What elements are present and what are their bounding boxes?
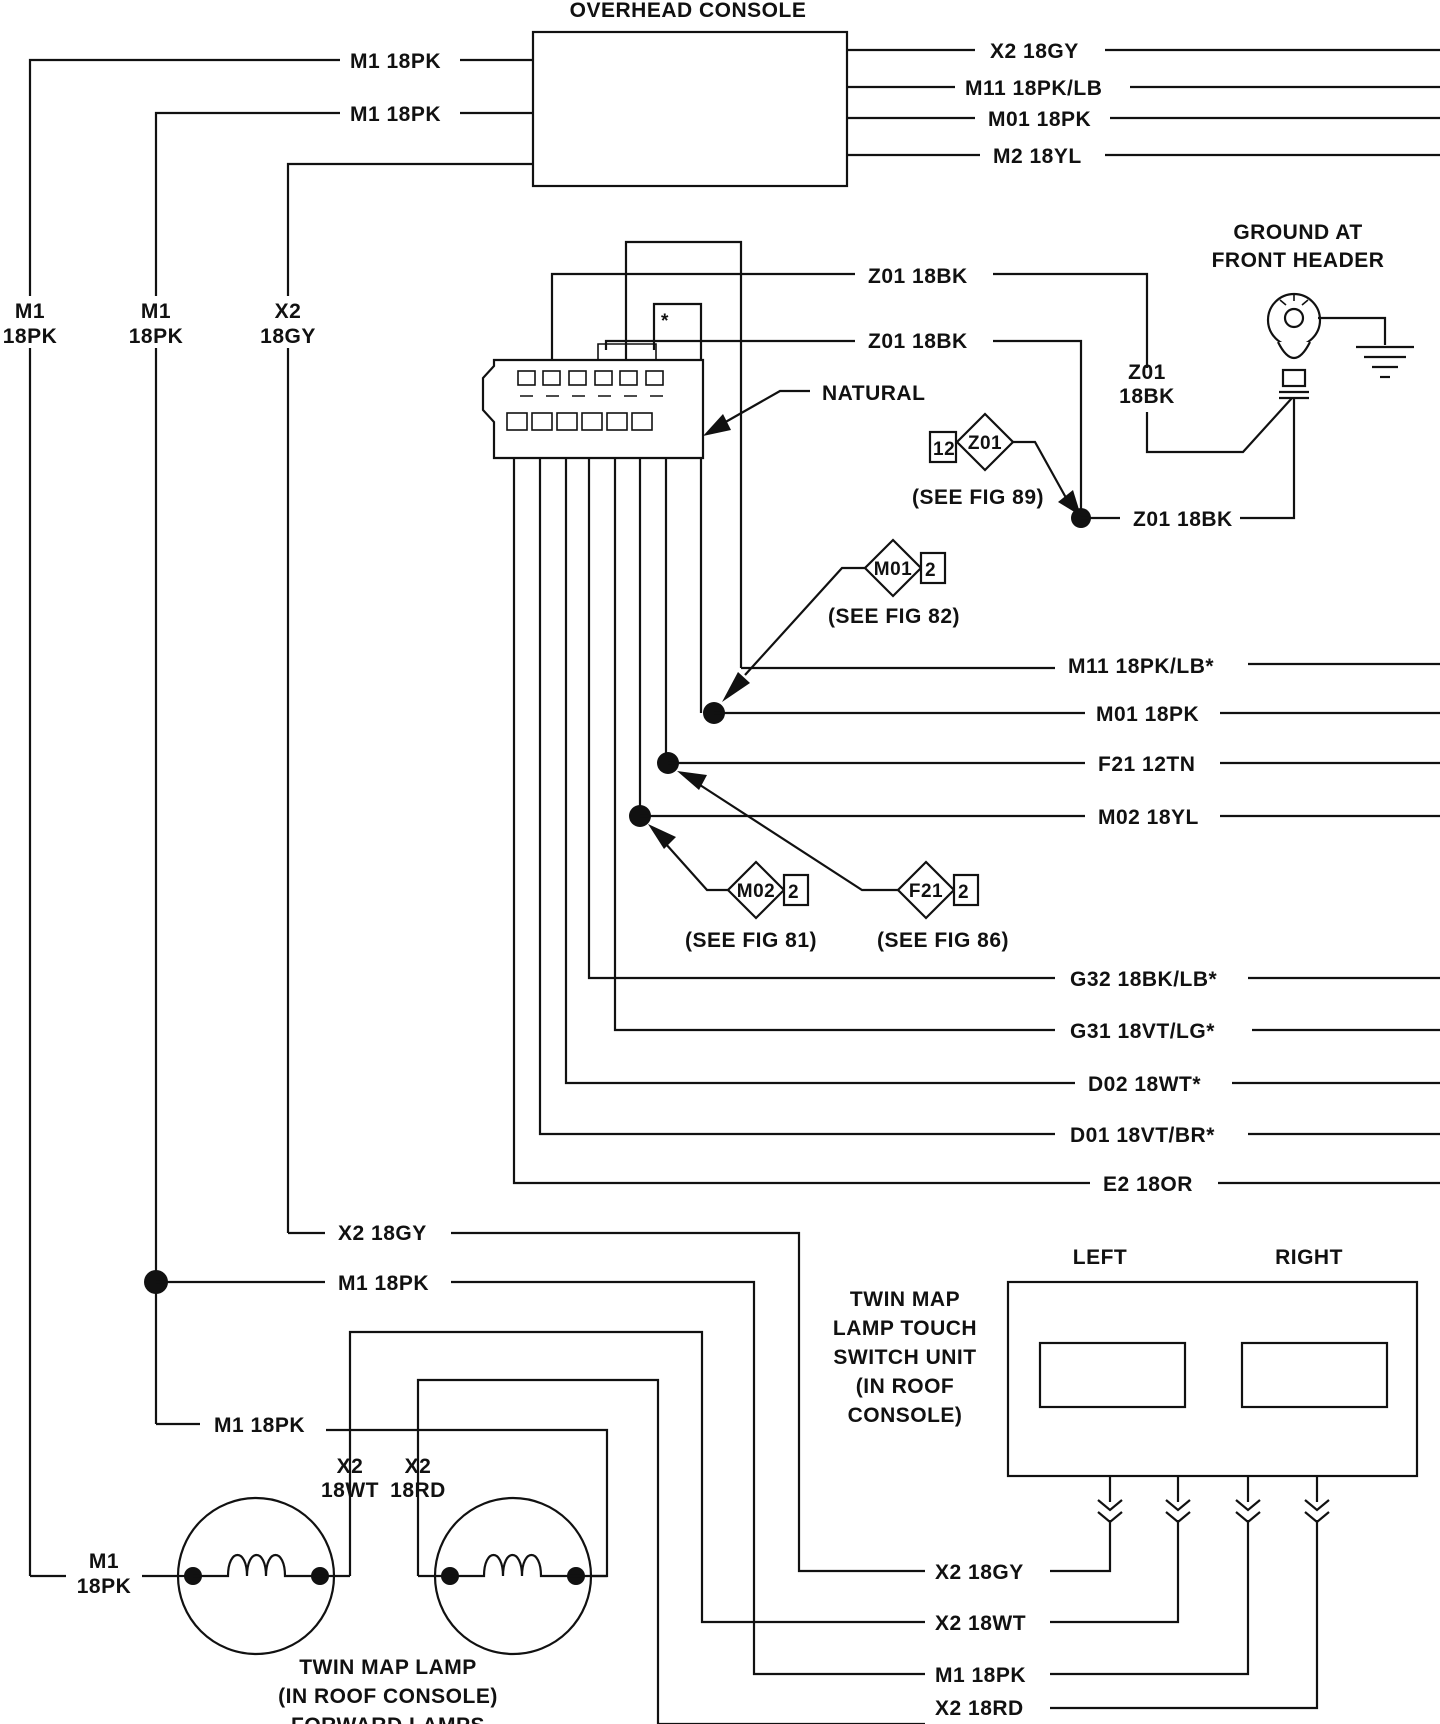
left-column-labels: M1 18PK M1 18PK X2 18GY	[3, 296, 321, 348]
lamp-label-line2: (IN ROOF CONSOLE)	[278, 1685, 498, 1708]
switch-right-pad	[1240, 1341, 1389, 1409]
overhead-console-title: OVERHEAD CONSOLE	[570, 0, 807, 22]
ground-wire-second-label: Z01 18BK	[868, 330, 968, 353]
reference-m01-num: 2	[925, 560, 936, 581]
console-right-wire-4: M2 18YL	[993, 145, 1082, 168]
right-wire-1: M11 18PK/LB*	[1068, 655, 1214, 678]
reference-m01-id: M01	[874, 559, 912, 580]
ground-splice-label: Z01 18BK	[1133, 508, 1233, 531]
switch-output-2: X2 18WT	[935, 1612, 1026, 1635]
console-left-wire-2: M1 18PK	[350, 103, 441, 126]
switch-label-line2: LAMP TOUCH	[833, 1317, 977, 1340]
lamp-label-line1: TWIN MAP LAMP	[299, 1656, 477, 1679]
lower-x2-wt-line1: X2	[337, 1455, 364, 1478]
lower-lamp-left-line1: M1	[89, 1550, 119, 1573]
column-label-1-line1: M1	[15, 300, 45, 323]
reference-z01-num: 12	[933, 439, 955, 460]
lamp-left-icon	[176, 1496, 350, 1656]
switch-terminals-icon	[1097, 1476, 1330, 1552]
reference-f21: F21 2 (SEE FIG 86)	[677, 771, 1009, 952]
wire-m1-inner	[154, 111, 340, 1424]
right-wire-9: E2 18OR	[1103, 1173, 1193, 1196]
column-label-2-line1: M1	[141, 300, 171, 323]
connector-color-label: NATURAL	[822, 382, 925, 405]
right-wire-bundle: M11 18PK/LB* M01 18PK F21 12TN M02 18YL …	[512, 458, 1440, 1196]
console-right-wire-2: M11 18PK/LB	[965, 77, 1102, 100]
reference-m02-note: (SEE FIG 81)	[685, 929, 817, 952]
right-wire-4: M02 18YL	[1098, 806, 1199, 829]
reference-m02-id: M02	[737, 881, 775, 902]
ground-section: GROUND AT FRONT HEADER Z01 18BK Z01 18BK…	[550, 221, 1414, 531]
lower-lamp-left-line2: 18PK	[77, 1575, 132, 1598]
connector-body	[481, 358, 705, 460]
right-wire-2: M01 18PK	[1096, 703, 1199, 726]
reference-m02-num: 2	[788, 882, 799, 903]
column-label-2-line2: 18PK	[129, 325, 184, 348]
switch-output-3: M1 18PK	[935, 1664, 1026, 1687]
wire-x2-gy	[286, 162, 533, 1233]
lamp-label-line3: FORWARD LAMPS	[291, 1714, 485, 1724]
right-wire-8: D01 18VT/BR*	[1070, 1124, 1215, 1147]
reference-z01-note: (SEE FIG 89)	[912, 486, 1044, 509]
switch-left-pad	[1038, 1341, 1187, 1409]
lower-m1-pk-b-label: M1 18PK	[214, 1414, 305, 1437]
switch-label-line5: CONSOLE)	[848, 1404, 963, 1427]
switch-right-label: RIGHT	[1275, 1246, 1343, 1269]
overhead-console-box	[531, 30, 849, 188]
switch-label-line3: SWITCH UNIT	[833, 1346, 976, 1369]
lower-m1-pk-a-label: M1 18PK	[338, 1272, 429, 1295]
lower-x2-rd-line2: 18RD	[390, 1479, 446, 1502]
connector-block: * NATURAL	[481, 240, 925, 668]
ground-vertical-line1: Z01	[1128, 361, 1166, 384]
console-right-wire-1: X2 18GY	[990, 40, 1079, 63]
lower-wiring: X2 18GY M1 18PK M1 18PK X2 18WT X2 18RD …	[30, 1222, 925, 1724]
reference-f21-num: 2	[958, 882, 969, 903]
ground-vertical-line2: 18BK	[1119, 385, 1175, 408]
lamp-right-icon	[418, 1496, 607, 1656]
reference-m02: M02 2 (SEE FIG 81)	[648, 824, 817, 952]
switch-label-line4: (IN ROOF	[856, 1375, 955, 1398]
reference-m01: M01 2 (SEE FIG 82)	[722, 538, 960, 702]
ground-wire-top-label: Z01 18BK	[868, 265, 968, 288]
ground-title-line1: GROUND AT	[1233, 221, 1362, 244]
right-wire-5: G32 18BK/LB*	[1070, 968, 1218, 991]
right-wire-6: G31 18VT/LG*	[1070, 1020, 1215, 1043]
reference-z01: 12 Z01 (SEE FIG 89)	[912, 412, 1081, 516]
reference-f21-note: (SEE FIG 86)	[877, 929, 1009, 952]
right-wire-7: D02 18WT*	[1088, 1073, 1201, 1096]
lower-x2-rd-line1: X2	[405, 1455, 432, 1478]
connector-pins-bottom	[506, 412, 653, 431]
wire-m1-outer	[28, 58, 340, 1576]
reference-f21-id: F21	[909, 881, 943, 902]
overhead-console: OVERHEAD CONSOLE M1 18PK M1 18PK X2 18GY…	[28, 0, 1440, 1576]
reference-m01-note: (SEE FIG 82)	[828, 605, 960, 628]
column-label-3-line1: X2	[275, 300, 302, 323]
console-left-wire-1: M1 18PK	[350, 50, 441, 73]
column-label-1-line2: 18PK	[3, 325, 58, 348]
right-wire-3: F21 12TN	[1098, 753, 1195, 776]
ground-lug-icon	[1266, 292, 1414, 400]
connector-pins-top	[517, 370, 664, 397]
lower-x2-wt-line2: 18WT	[321, 1479, 379, 1502]
switch-output-4: X2 18RD	[935, 1697, 1024, 1720]
column-label-3-line2: 18GY	[260, 325, 316, 348]
switch-output-1: X2 18GY	[935, 1561, 1024, 1584]
twin-map-lamp: TWIN MAP LAMP (IN ROOF CONSOLE) FORWARD …	[176, 1496, 607, 1724]
switch-left-label: LEFT	[1073, 1246, 1128, 1269]
ground-title-line2: FRONT HEADER	[1212, 249, 1385, 272]
console-right-wire-3: M01 18PK	[988, 108, 1091, 131]
reference-z01-id: Z01	[968, 433, 1002, 454]
twin-map-switch-unit: TWIN MAP LAMP TOUCH SWITCH UNIT (IN ROOF…	[833, 1246, 1419, 1720]
switch-label-line1: TWIN MAP	[850, 1288, 960, 1311]
lower-x2-gy-label: X2 18GY	[338, 1222, 427, 1245]
connector-pin-mark: *	[661, 311, 669, 332]
